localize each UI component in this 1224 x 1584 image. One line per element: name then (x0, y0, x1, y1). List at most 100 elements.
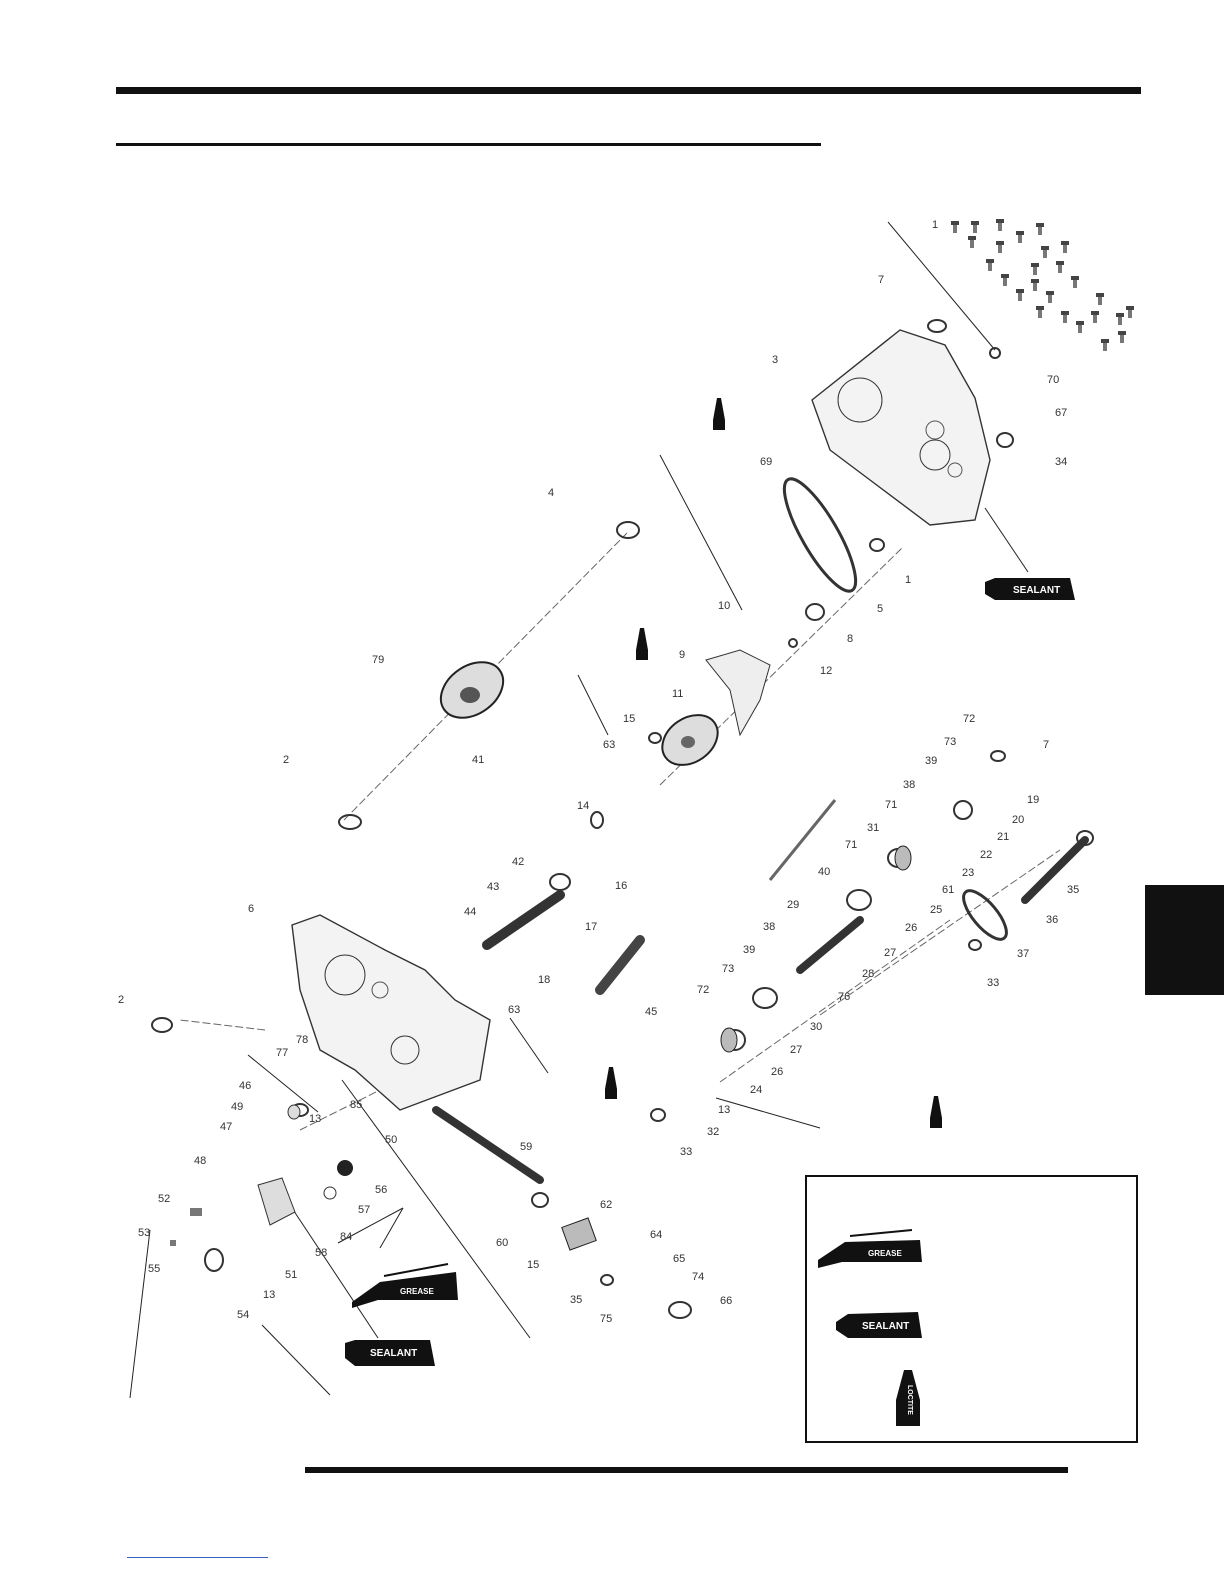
leader-lines (129, 221, 1029, 1399)
callout-28: 28 (862, 968, 874, 980)
drive-belt (782, 477, 858, 593)
callout-16: 16 (615, 880, 627, 892)
callout-42: 42 (512, 856, 524, 868)
callout-49: 49 (231, 1101, 243, 1113)
callout-8: 8 (847, 633, 853, 645)
belt-37 (962, 889, 1008, 941)
callout-33: 33 (987, 977, 999, 989)
callout-38b: 38 (763, 921, 775, 933)
callout-44: 44 (464, 906, 476, 918)
callout-14: 14 (577, 800, 589, 812)
callout-39b: 39 (743, 944, 755, 956)
callout-45: 45 (645, 1006, 657, 1018)
callout-33b: 33 (680, 1146, 692, 1158)
callout-50: 50 (385, 1134, 397, 1146)
svg-text:LOCTITE: LOCTITE (906, 1385, 913, 1415)
callout-15: 15 (623, 713, 635, 725)
legend-box (805, 1175, 1138, 1443)
callout-72: 72 (963, 713, 975, 725)
header-rule (116, 87, 1141, 94)
callout-58: 58 (315, 1247, 327, 1259)
gear-11 (661, 714, 719, 766)
callout-27: 27 (884, 947, 896, 959)
shaft-18 (482, 890, 565, 950)
callout-73b: 73 (722, 963, 734, 975)
title-underline-rule (116, 143, 821, 146)
legend-grease: GREASE (818, 1229, 922, 1268)
part-46 (287, 1104, 301, 1120)
callout-73: 73 (944, 736, 956, 748)
callout-1b: 1 (905, 574, 911, 586)
callout-34: 34 (1055, 456, 1067, 468)
callout-35b: 35 (570, 1294, 582, 1306)
callout-15b: 15 (527, 1259, 539, 1271)
shaft-59 (432, 1106, 544, 1184)
chapter-tab (1145, 885, 1224, 995)
callout-55: 55 (148, 1263, 160, 1275)
svg-text:SEALANT: SEALANT (1013, 585, 1060, 596)
callout-78: 78 (296, 1034, 308, 1046)
callout-46: 46 (239, 1080, 251, 1092)
callout-7: 7 (878, 274, 884, 286)
callout-59: 59 (520, 1141, 532, 1153)
callout-54: 54 (237, 1309, 249, 1321)
callout-numbers: 1 70 7 3 67 34 69 4 1 5 10 8 12 9 79 11 … (118, 219, 1079, 1325)
callout-10: 10 (718, 600, 730, 612)
callout-51: 51 (285, 1269, 297, 1281)
callout-21: 21 (997, 831, 1009, 843)
callout-11: 11 (672, 688, 683, 700)
callout-53: 53 (138, 1227, 150, 1239)
callout-66: 66 (720, 1295, 732, 1307)
cover-housing (811, 329, 991, 526)
loctite-icons (605, 398, 942, 1128)
callout-69: 69 (760, 456, 772, 468)
callout-13c: 13 (263, 1289, 275, 1301)
callout-63b: 63 (508, 1004, 520, 1016)
callout-6: 6 (248, 903, 254, 915)
gear-cluster (561, 845, 912, 1251)
shaft-36 (1021, 836, 1089, 904)
callout-25: 25 (930, 904, 942, 916)
callout-13: 13 (309, 1113, 321, 1125)
callout-39: 39 (925, 755, 937, 767)
callout-18: 18 (538, 974, 550, 986)
callout-65: 65 (673, 1253, 685, 1265)
callout-43: 43 (487, 881, 499, 893)
callout-24: 24 (750, 1084, 762, 1096)
part-57 (323, 1186, 337, 1200)
footer-link-underline[interactable] (127, 1557, 268, 1558)
callout-48: 48 (194, 1155, 206, 1167)
callout-13b: 13 (718, 1104, 730, 1116)
gear-79 (439, 661, 505, 719)
part-56 (337, 1160, 353, 1176)
callout-74: 74 (692, 1271, 704, 1283)
cover-51 (257, 1177, 296, 1226)
callout-75: 75 (600, 1313, 612, 1325)
sealant-tube-top: SEALANT (985, 578, 1075, 600)
shift-fork (705, 649, 771, 737)
callout-84: 84 (340, 1231, 352, 1243)
callout-26: 26 (905, 922, 917, 934)
main-housing (291, 914, 491, 1111)
bolt-cluster (951, 219, 1134, 351)
svg-text:SEALANT: SEALANT (370, 1348, 417, 1359)
callout-7b: 7 (1043, 739, 1049, 751)
callout-67: 67 (1055, 407, 1067, 419)
rod-40 (768, 799, 837, 881)
callout-23: 23 (962, 867, 974, 879)
callout-60: 60 (496, 1237, 508, 1249)
callout-63: 63 (603, 739, 615, 751)
callout-64: 64 (650, 1229, 662, 1241)
callout-19: 19 (1027, 794, 1039, 806)
svg-text:GREASE: GREASE (400, 1287, 434, 1296)
callout-3: 3 (772, 354, 778, 366)
svg-text:GREASE: GREASE (868, 1249, 902, 1258)
callout-20: 20 (1012, 814, 1024, 826)
callout-1: 1 (932, 219, 938, 231)
callout-12: 12 (820, 665, 832, 677)
part-53 (170, 1240, 176, 1246)
shaft-29 (796, 916, 864, 974)
svg-text:SEALANT: SEALANT (862, 1321, 909, 1332)
callout-30: 30 (810, 1021, 822, 1033)
